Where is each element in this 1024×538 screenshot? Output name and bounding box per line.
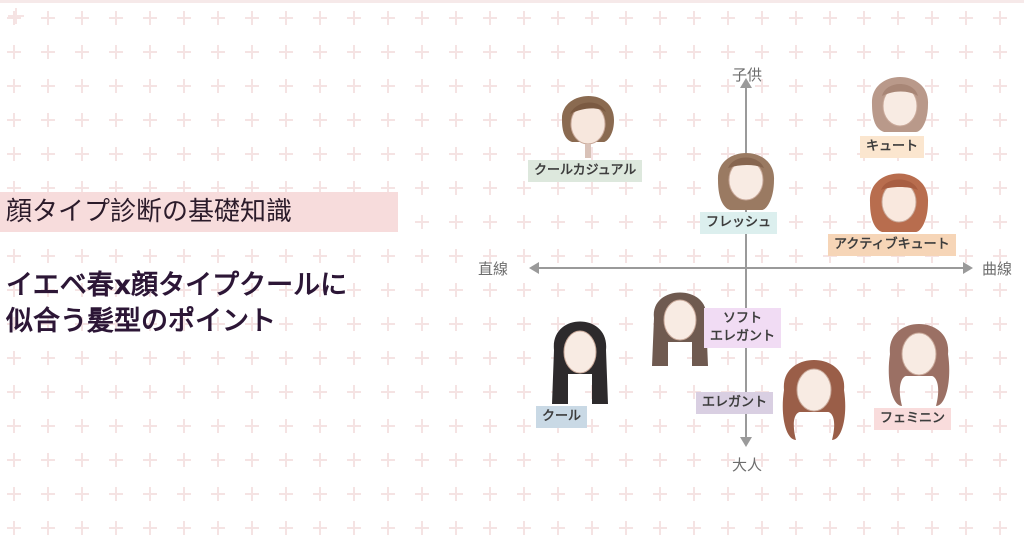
article-headline: イエベ春x顔タイプクールに 似合う髪型のポイント <box>6 268 446 340</box>
elegant-illustration <box>782 360 846 440</box>
type-tag-cool-casual: クールカジュアル <box>528 160 643 182</box>
arrow-right-icon <box>963 262 973 274</box>
soft-elegant-illustration <box>652 292 708 366</box>
type-tag-cool: クール <box>536 406 588 428</box>
fresh-illustration <box>717 153 775 210</box>
type-tag-elegant: エレガント <box>696 392 774 414</box>
cool-casual-illustration <box>561 95 614 158</box>
type-tag-feminine: フェミニン <box>874 408 952 430</box>
cool-illustration <box>552 321 608 404</box>
category-title: 顔タイプ診断の基礎知識 <box>0 192 398 232</box>
axis-label-left: 直線 <box>478 260 509 278</box>
arrow-up-icon <box>740 78 752 88</box>
axis-label-right: 曲線 <box>982 260 1013 278</box>
active-cute-illustration <box>869 173 929 232</box>
top-divider <box>0 0 1024 3</box>
feminine-illustration <box>888 324 950 406</box>
type-tag-soft-elegant: ソフト エレガント <box>704 308 782 348</box>
axis-label-top: 子供 <box>732 66 763 84</box>
arrow-down-icon <box>740 437 752 447</box>
headline-line-2: 似合う髪型のポイント <box>6 306 276 337</box>
type-tag-fresh: フレッシュ <box>700 212 778 234</box>
arrow-left-icon <box>529 262 539 274</box>
diagram-axes <box>529 78 973 447</box>
type-tag-cute: キュート <box>860 136 925 158</box>
soft-elegant-line-1: ソフト <box>723 311 763 326</box>
axis-label-bottom: 大人 <box>732 456 763 474</box>
face-type-diagram: 子供 大人 直線 曲線 クールカジュアル フ <box>464 50 1024 490</box>
soft-elegant-line-2: エレガント <box>710 329 776 344</box>
headline-line-1: イエベ春x顔タイプクールに <box>6 270 348 301</box>
cute-illustration <box>871 77 929 132</box>
type-tag-active-cute: アクティブキュート <box>828 234 956 256</box>
